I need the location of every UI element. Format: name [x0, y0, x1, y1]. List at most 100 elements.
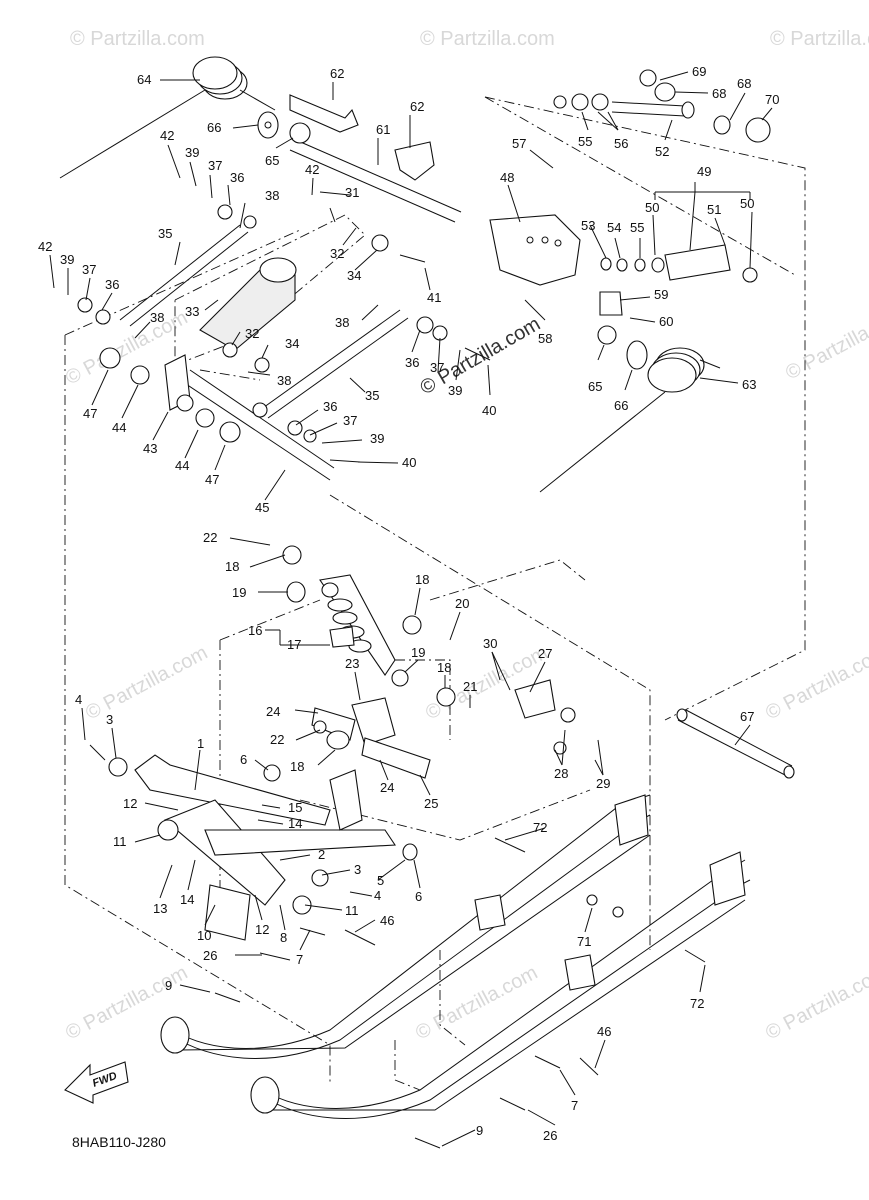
part-label-62: 62	[410, 99, 424, 114]
part-label-40: 40	[482, 403, 496, 418]
part-label-18: 18	[290, 759, 304, 774]
part-label-31: 31	[345, 185, 359, 200]
part-label-16: 16	[248, 623, 262, 638]
part-label-9: 9	[476, 1123, 483, 1138]
part-label-42: 42	[305, 162, 319, 177]
part-label-32: 32	[330, 246, 344, 261]
front-arm-assembly	[89, 744, 418, 941]
part-label-10: 10	[197, 928, 211, 943]
part-label-35: 35	[158, 226, 172, 241]
part-label-36: 36	[230, 170, 244, 185]
part-label-38: 38	[335, 315, 349, 330]
part-label-26: 26	[203, 948, 217, 963]
link-assembly	[263, 679, 576, 782]
part-label-72: 72	[690, 996, 704, 1011]
part-label-25: 25	[424, 796, 438, 811]
part-label-65: 65	[265, 153, 279, 168]
leader-lines	[49, 71, 773, 1147]
part-label-54: 54	[607, 220, 621, 235]
part-label-33: 33	[185, 304, 199, 319]
part-label-53: 53	[581, 218, 595, 233]
part-label-14: 14	[288, 816, 302, 831]
part-labels: 64 62 62 61 66 65 42 39 37 36 38 42 31 3…	[38, 64, 779, 1143]
part-label-61: 61	[376, 122, 390, 137]
part-label-6: 6	[240, 752, 247, 767]
part-label-42: 42	[38, 239, 52, 254]
part-label-38: 38	[265, 188, 279, 203]
group-outlines	[64, 96, 806, 1091]
part-label-11: 11	[345, 903, 359, 918]
part-label-72: 72	[533, 820, 547, 835]
part-label-70: 70	[765, 92, 779, 107]
part-label-44: 44	[112, 420, 126, 435]
part-label-23: 23	[345, 656, 359, 671]
part-label-24: 24	[266, 704, 280, 719]
part-label-62: 62	[330, 66, 344, 81]
part-label-3: 3	[354, 862, 361, 877]
part-label-55: 55	[630, 220, 644, 235]
watermark: © Partzilla.com	[762, 962, 869, 1045]
part-label-4: 4	[374, 888, 381, 903]
part-label-48: 48	[500, 170, 514, 185]
part-label-47: 47	[205, 472, 219, 487]
part-label-29: 29	[596, 776, 610, 791]
part-label-30: 30	[483, 636, 497, 651]
part-label-45: 45	[255, 500, 269, 515]
part-label-19: 19	[232, 585, 246, 600]
part-label-7: 7	[571, 1098, 578, 1113]
part-label-38: 38	[277, 373, 291, 388]
part-label-1: 1	[197, 736, 204, 751]
part-label-26: 26	[543, 1128, 557, 1143]
part-label-67: 67	[740, 709, 754, 724]
part-label-37: 37	[430, 360, 444, 375]
part-label-38: 38	[150, 310, 164, 325]
drawing-code: 8HAB110-J280	[72, 1134, 166, 1150]
watermark: © Partzilla.com	[82, 642, 211, 725]
part-label-15: 15	[288, 800, 302, 815]
slide-rails	[160, 794, 751, 1149]
part-label-66: 66	[207, 120, 221, 135]
part-label-12: 12	[255, 922, 269, 937]
part-label-55: 55	[578, 134, 592, 149]
pivot-shaft-67	[676, 708, 795, 779]
part-label-58: 58	[538, 331, 552, 346]
part-label-42: 42	[160, 128, 174, 143]
part-label-22: 22	[203, 530, 217, 545]
part-label-41: 41	[427, 290, 441, 305]
part-label-32: 32	[245, 326, 259, 341]
part-label-49: 49	[697, 164, 711, 179]
watermark: © Partzilla.com	[782, 302, 869, 385]
fwd-arrow: FWD	[64, 1061, 129, 1104]
torsion-spring-left	[59, 56, 276, 179]
part-label-50: 50	[740, 196, 754, 211]
part-label-39: 39	[60, 252, 74, 267]
part-label-46: 46	[597, 1024, 611, 1039]
part-label-34: 34	[347, 268, 361, 283]
part-label-2: 2	[318, 847, 325, 862]
part-label-43: 43	[143, 441, 157, 456]
watermark: © Partzilla.com	[412, 962, 541, 1045]
part-label-13: 13	[153, 901, 167, 916]
part-label-9: 9	[165, 978, 172, 993]
part-label-27: 27	[538, 646, 552, 661]
part-label-18: 18	[437, 660, 451, 675]
part-label-35: 35	[365, 388, 379, 403]
rear-shock-absorber	[282, 545, 456, 707]
watermark: © Partzilla.com	[762, 642, 869, 725]
part-label-17: 17	[287, 637, 301, 652]
part-label-68: 68	[737, 76, 751, 91]
part-label-3: 3	[106, 712, 113, 727]
part-label-63: 63	[742, 377, 756, 392]
part-label-46: 46	[380, 913, 394, 928]
part-label-22: 22	[270, 732, 284, 747]
part-label-18: 18	[415, 572, 429, 587]
part-label-36: 36	[105, 277, 119, 292]
part-label-47: 47	[83, 406, 97, 421]
part-label-8: 8	[280, 930, 287, 945]
part-label-28: 28	[554, 766, 568, 781]
part-label-19: 19	[411, 645, 425, 660]
watermark-center: © Partzilla.com	[417, 313, 545, 399]
part-label-21: 21	[463, 679, 477, 694]
part-label-37: 37	[208, 158, 222, 173]
